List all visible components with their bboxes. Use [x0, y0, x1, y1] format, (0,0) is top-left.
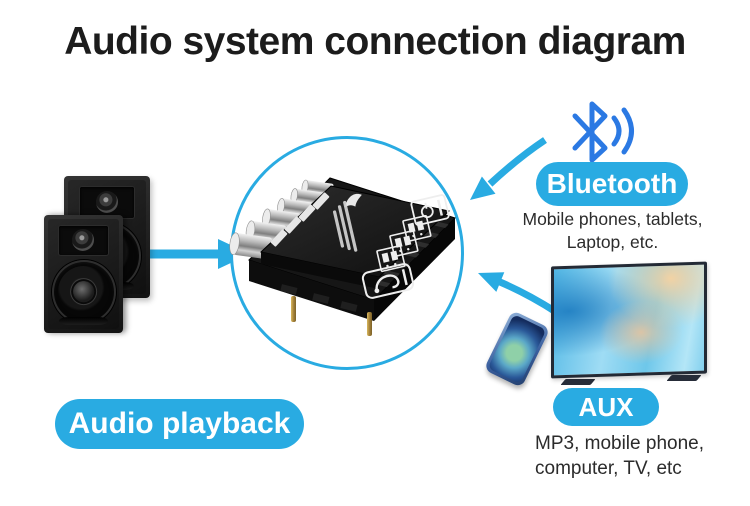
- audio-playback-pill: Audio playback: [55, 399, 304, 449]
- speaker-face: [48, 219, 119, 329]
- bluetooth-label-pill: Bluetooth: [536, 162, 688, 206]
- bluetooth-desc-line2: Laptop, etc.: [566, 232, 659, 252]
- tv-foot: [560, 379, 596, 385]
- speaker-terminals-icon: [376, 214, 432, 273]
- phone-graphic: [483, 310, 551, 388]
- power-icon: [410, 194, 450, 226]
- speaker-front: [44, 215, 123, 333]
- brand-logo: [345, 193, 362, 207]
- phone-screen: [487, 314, 547, 384]
- bluetooth-description: Mobile phones, tablets, Laptop, etc.: [490, 208, 735, 254]
- page-title: Audio system connection diagram: [64, 20, 686, 63]
- audio-playback-label: Audio playback: [68, 407, 291, 440]
- tv-foot: [666, 375, 702, 381]
- tweeter-box: [59, 225, 108, 256]
- tweeter: [72, 229, 95, 252]
- bluetooth-desc-line1: Mobile phones, tablets,: [522, 209, 703, 229]
- speaker-port: [59, 317, 108, 326]
- board-text-lines: [332, 200, 358, 252]
- aux-desc-line2: computer, TV, etc: [535, 458, 682, 479]
- aux-label-pill: AUX: [553, 388, 659, 426]
- aux-port-icon: [361, 263, 415, 299]
- bluetooth-arrow-icon: [470, 137, 547, 200]
- bluetooth-icon: [572, 101, 634, 163]
- tweeter: [95, 191, 118, 214]
- woofer: [51, 259, 116, 324]
- bluetooth-label: Bluetooth: [546, 168, 678, 199]
- aux-arrow-icon: [478, 272, 558, 315]
- aux-description: MP3, mobile phone, computer, TV, etc: [535, 431, 745, 481]
- tv-screen: [551, 261, 707, 379]
- tweeter-box: [80, 186, 134, 218]
- aux-label: AUX: [578, 391, 634, 422]
- standoff-post: [291, 296, 296, 322]
- aux-desc-line1: MP3, mobile phone,: [535, 433, 704, 454]
- tv-graphic: [551, 261, 711, 392]
- knob-labels: [270, 192, 330, 247]
- standoff-post: [367, 312, 372, 336]
- amplifier-board-graphic: [229, 177, 456, 336]
